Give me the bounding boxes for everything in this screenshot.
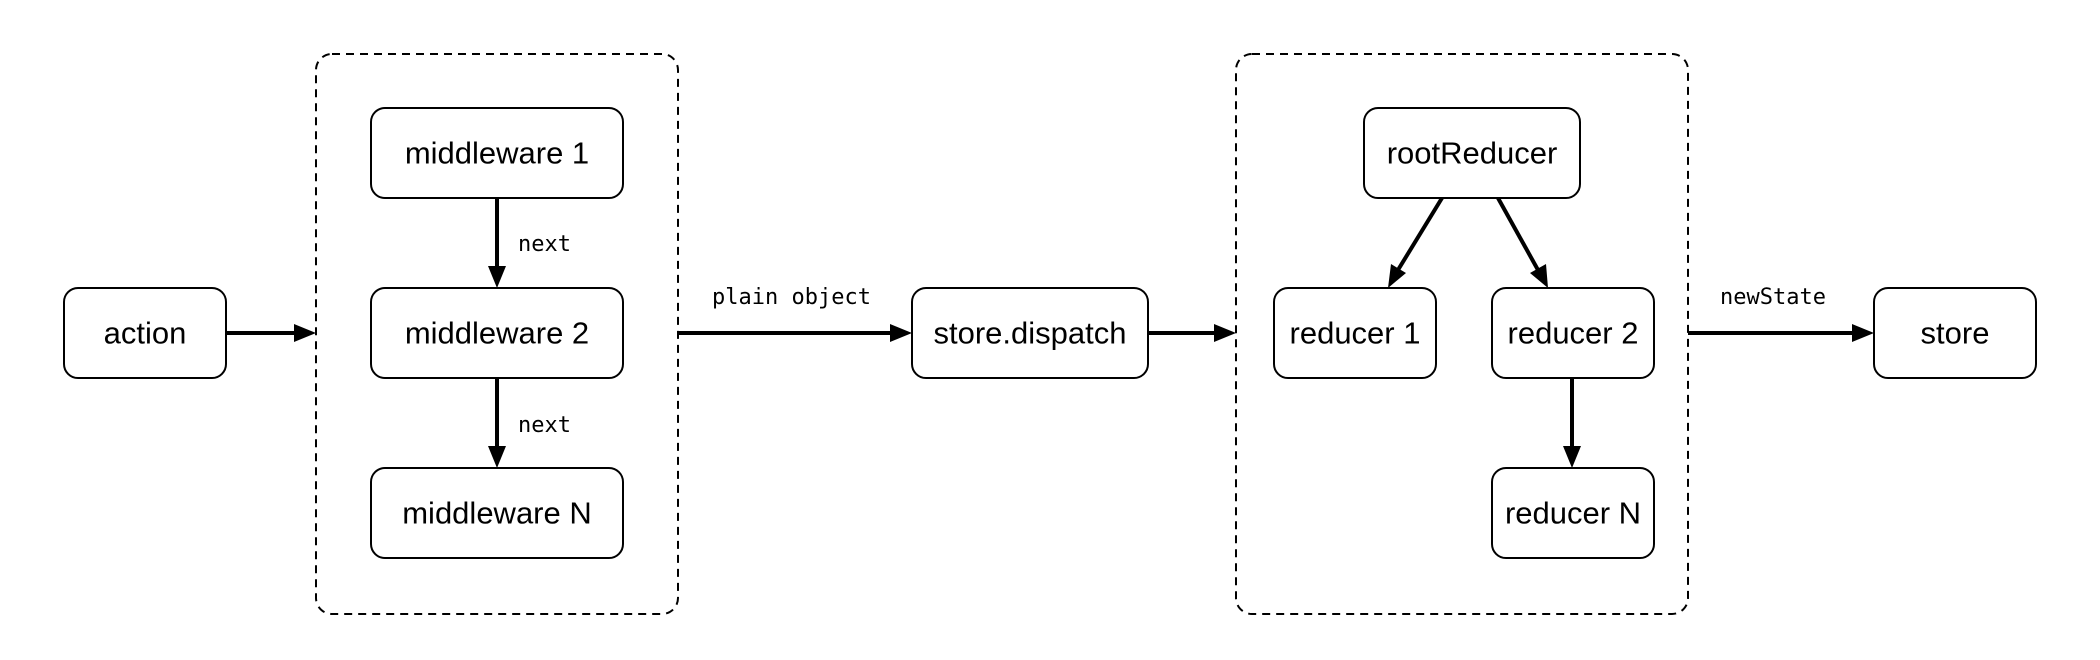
node-middleware-2-label: middleware 2 xyxy=(405,316,589,351)
node-store: store xyxy=(1873,287,2037,379)
edge-dispatch-to-reducer-group xyxy=(1148,324,1236,342)
reducer-group xyxy=(1235,53,1689,615)
node-store-dispatch-label: store.dispatch xyxy=(934,316,1127,351)
node-middleware-n: middleware N xyxy=(370,467,624,559)
node-reducer-2: reducer 2 xyxy=(1491,287,1655,379)
node-reducer-n-label: reducer N xyxy=(1505,496,1641,531)
edge-middleware2-to-middlewareN xyxy=(488,378,506,468)
edge-action-to-middleware-group xyxy=(226,324,316,342)
node-middleware-1: middleware 1 xyxy=(370,107,624,199)
node-middleware-2: middleware 2 xyxy=(370,287,624,379)
node-reducer-2-label: reducer 2 xyxy=(1508,316,1639,351)
edge-reducer2-to-reducerN xyxy=(1563,378,1581,468)
node-root-reducer: rootReducer xyxy=(1363,107,1581,199)
node-store-dispatch: store.dispatch xyxy=(911,287,1149,379)
edge-reducer-group-to-store xyxy=(1688,324,1874,342)
node-reducer-n: reducer N xyxy=(1491,467,1655,559)
node-root-reducer-label: rootReducer xyxy=(1387,136,1558,171)
node-action: action xyxy=(63,287,227,379)
edge-label-new-state: newState xyxy=(1720,285,1826,310)
edge-rootreducer-to-reducer2 xyxy=(1496,197,1548,288)
node-reducer-1: reducer 1 xyxy=(1273,287,1437,379)
edge-middleware1-to-middleware2 xyxy=(488,198,506,288)
edge-label-plain-object: plain object xyxy=(712,285,871,310)
node-middleware-1-label: middleware 1 xyxy=(405,136,589,171)
edge-rootreducer-to-reducer1 xyxy=(1388,196,1444,288)
node-action-label: action xyxy=(104,316,187,351)
node-reducer-1-label: reducer 1 xyxy=(1290,316,1421,351)
node-middleware-n-label: middleware N xyxy=(402,496,592,531)
edge-label-next-2: next xyxy=(518,413,571,438)
node-store-label: store xyxy=(1921,316,1990,351)
edge-label-next-1: next xyxy=(518,232,571,257)
edge-middleware-group-to-dispatch xyxy=(678,324,912,342)
